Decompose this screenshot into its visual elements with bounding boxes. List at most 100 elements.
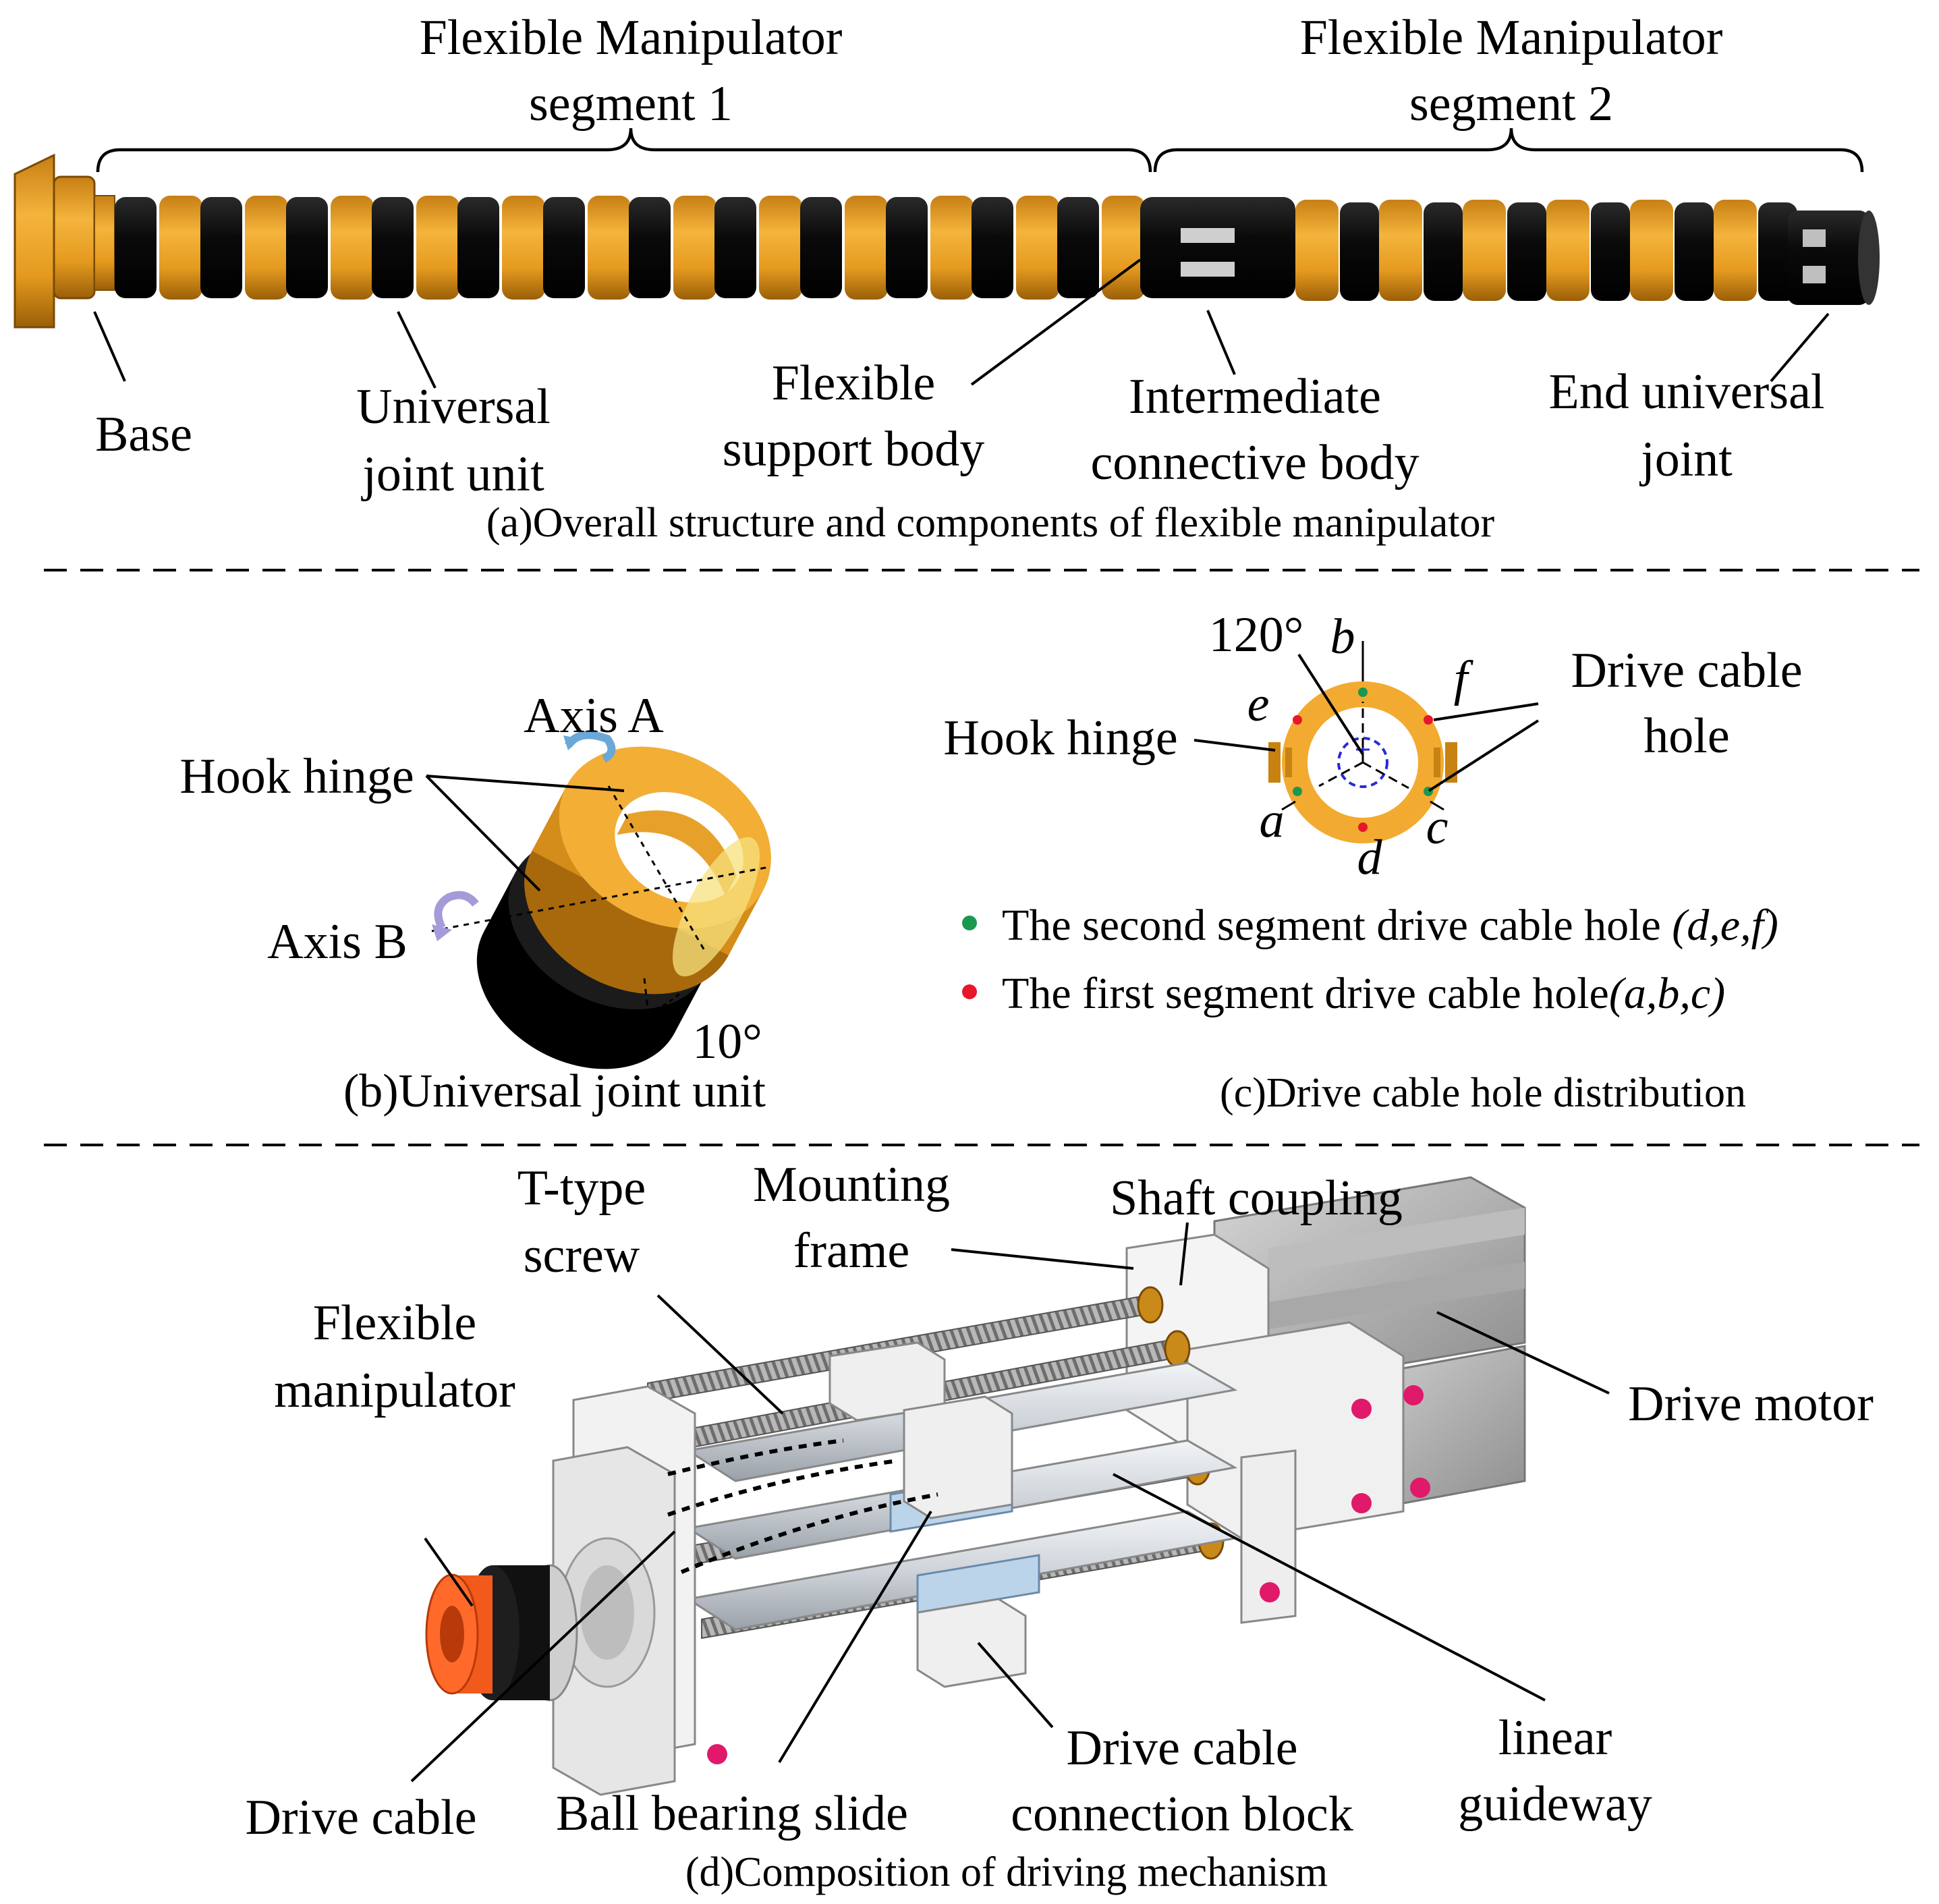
caption-a: (a)Overall structure and components of f… [486,500,1495,546]
drive-motor-label: Drive motor [1628,1376,1874,1432]
flexible-support-body-label-line1: Flexible [772,356,936,411]
gold-joint-ring [502,196,545,300]
hinge-stubs [1268,742,1457,783]
gold-joint-ring [759,196,802,300]
caption-c: (c)Drive cable hole distribution [1220,1070,1746,1116]
gold-joint-ring [930,196,974,300]
legend-second-segment: The second segment drive cable hole (d,e… [1002,901,1778,950]
legend-second-segment-text: The second segment drive cable hole [1002,901,1672,950]
legend-first-segment-text: The first segment drive cable hole [1002,969,1609,1018]
axis-b-line [431,866,770,932]
black-joint-ring [1424,202,1463,301]
manipulator-stub [425,1564,578,1702]
angle-120-label: 120° [1209,607,1304,663]
base-leader [93,311,126,382]
legend-first-segment: The first segment drive cable hole(a,b,c… [1002,969,1725,1018]
drive-cable-label: Drive cable [245,1790,476,1845]
shaft-coupling-label: Shaft coupling [1110,1171,1403,1226]
segment-1-label-line1: Flexible Manipulator [420,10,843,65]
drive-cable-hole-leader-2 [1428,719,1540,792]
intermediate-connective-body [1140,197,1295,298]
segment-1-label-line2: segment 1 [529,76,733,132]
drive-cable-hole-label-line1: Drive cable [1571,643,1802,698]
hole-a [1293,787,1302,796]
gold-joint-ring [845,196,888,300]
connection-block-label-line1: Drive cable [1066,1720,1297,1776]
caption-b: (b)Universal joint unit [343,1065,766,1117]
black-joint-ring [1675,202,1714,301]
black-joint-ring [1591,202,1630,301]
front-mounting-plate [552,1385,696,1796]
segment-2-label-line1: Flexible Manipulator [1300,10,1723,65]
center-dashed-circle [1337,737,1388,788]
hook-hinge-label-c: Hook hinge [943,710,1177,766]
gold-joint-ring [1016,196,1059,300]
axis-b-label: Axis B [267,914,408,970]
hook-hinge-leader-2 [425,775,541,892]
connection-block-leader [977,1642,1054,1729]
segment-2-label-line2: segment 2 [1409,76,1613,132]
gold-joint-ring [159,196,202,300]
intermediate-leader [1206,310,1236,375]
base-plate [13,153,55,329]
black-joint-ring [1507,202,1546,301]
black-joint-ring [629,197,671,298]
black-joint-ring [457,197,499,298]
gold-joint-ring [1630,200,1673,301]
black-joint-ring [886,197,928,298]
linear-guideway-label-line2: guideway [1458,1776,1652,1832]
gold-joint-ring [1546,200,1590,301]
universal-joint-unit-label-line2: joint unit [360,447,544,502]
legend-second-segment-marker [962,916,977,930]
flexible-manipulator-label-line2: manipulator [274,1363,515,1418]
gold-joint-ring [331,196,374,300]
flexible-manipulator-leader [424,1537,474,1607]
gold-joint-ring [416,196,459,300]
intermediate-connective-body-label-line1: Intermediate [1129,369,1381,424]
linear-guideway-leader [1113,1473,1546,1702]
universal-joint-unit-label-line1: Universal [356,379,551,435]
gold-joint-ring [1102,196,1145,300]
universal-joint-leader [397,311,437,389]
gold-joint-ring [1295,200,1339,301]
gold-joint-ring [673,196,716,300]
legend: The second segment drive cable hole (d,e… [962,901,1778,1018]
shaft-coupling [1137,1286,1164,1324]
segment-1-brace [96,128,1152,173]
hole-letter-a: a [1260,793,1285,848]
hole-letter-d: d [1357,830,1383,885]
end-universal-joint-label-line1: End universal [1549,364,1825,420]
black-joint-ring [714,197,756,298]
flexible-support-leader [970,258,1142,386]
angle-arc [647,990,683,1013]
black-joint-ring [543,197,585,298]
caption-d: (d)Composition of driving mechanism [685,1849,1328,1895]
angle-120-leader [1297,653,1364,756]
drive-cable-leader [410,1530,676,1783]
legend-second-segment-italic: (d,e,f) [1672,901,1778,950]
shaft-coupling [1164,1330,1191,1368]
black-joint-ring [1758,202,1797,301]
linear-guideway-label-line1: linear [1498,1710,1612,1766]
segment-2-brace [1153,128,1864,173]
hole-letter-e: e [1247,677,1270,732]
flexible-manipulator-rod [13,153,1880,329]
black-joint-ring [372,197,414,298]
cable-path-1 [667,1438,844,1476]
drive-cable-hole-label-line2: hole [1643,708,1729,764]
black-joint-ring [800,197,842,298]
end-universal-joint-label-line2: joint [1639,432,1733,487]
gold-joint-ring [1714,200,1757,301]
flexible-manipulator-label-line1: Flexible [313,1295,477,1351]
cable-path-2 [667,1459,898,1517]
hook-hinge-c-leader [1193,739,1276,752]
t-type-screw-leader [656,1294,784,1415]
pink-bolts [707,1385,1430,1764]
black-joint-ring [200,197,242,298]
axis-b-rotation-arrow [434,891,479,930]
t-type-screw-label-line2: screw [524,1228,640,1283]
hole-f [1424,715,1433,725]
mounting-frame-label-line2: frame [793,1223,910,1279]
shaft-coupling-leader [1179,1222,1189,1286]
end-joint-leader [1770,312,1830,383]
